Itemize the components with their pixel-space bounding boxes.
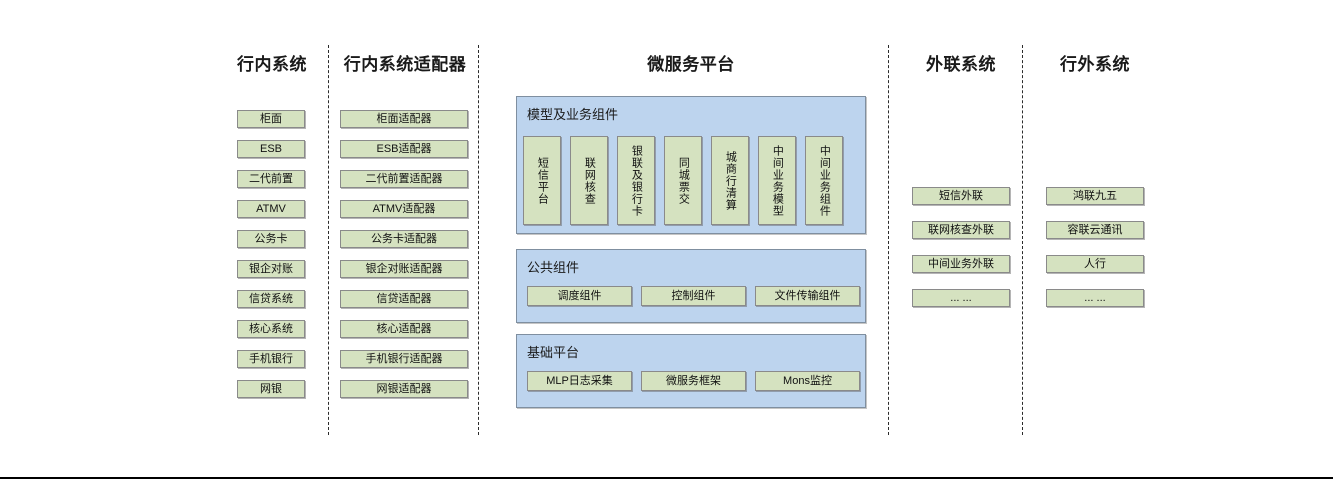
node-external-link-systems-0[interactable]: 短信外联 — [912, 187, 1010, 205]
panel-label-public-components: 公共组件 — [527, 260, 580, 275]
node-model-business-components-4[interactable]: 城商行清算 — [711, 136, 749, 225]
node-internal-systems-6[interactable]: 信贷系统 — [237, 290, 305, 308]
node-base-platform-2[interactable]: Mons监控 — [755, 371, 860, 391]
node-external-link-systems-1[interactable]: 联网核查外联 — [912, 221, 1010, 239]
column-divider-2 — [478, 45, 479, 435]
node-internal-adapters-8[interactable]: 手机银行适配器 — [340, 350, 468, 368]
node-model-business-components-5[interactable]: 中间业务模型 — [758, 136, 796, 225]
node-internal-adapters-7[interactable]: 核心适配器 — [340, 320, 468, 338]
node-internal-systems-8[interactable]: 手机银行 — [237, 350, 305, 368]
node-internal-adapters-4[interactable]: 公务卡适配器 — [340, 230, 468, 248]
node-public-components-1[interactable]: 控制组件 — [641, 286, 746, 306]
column-title-internal-adapters: 行内系统适配器 — [343, 55, 467, 74]
node-model-business-components-3[interactable]: 同城票交 — [664, 136, 702, 225]
panel-label-base-platform: 基础平台 — [527, 345, 580, 360]
node-outside-bank-systems-0[interactable]: 鸿联九五 — [1046, 187, 1144, 205]
node-public-components-2[interactable]: 文件传输组件 — [755, 286, 860, 306]
column-title-internal-systems: 行内系统 — [237, 55, 307, 74]
column-title-external-link-systems: 外联系统 — [926, 55, 996, 74]
node-model-business-components-1[interactable]: 联网核查 — [570, 136, 608, 225]
node-internal-adapters-0[interactable]: 柜面适配器 — [340, 110, 468, 128]
node-internal-adapters-5[interactable]: 银企对账适配器 — [340, 260, 468, 278]
node-base-platform-1[interactable]: 微服务框架 — [641, 371, 746, 391]
node-model-business-components-2[interactable]: 银联及银行卡 — [617, 136, 655, 225]
node-internal-systems-4[interactable]: 公务卡 — [237, 230, 305, 248]
node-internal-systems-0[interactable]: 柜面 — [237, 110, 305, 128]
node-model-business-components-6[interactable]: 中间业务组件 — [805, 136, 843, 225]
node-internal-systems-3[interactable]: ATMV — [237, 200, 305, 218]
node-internal-adapters-1[interactable]: ESB适配器 — [340, 140, 468, 158]
node-external-link-systems-2[interactable]: 中间业务外联 — [912, 255, 1010, 273]
column-title-outside-bank-systems: 行外系统 — [1060, 55, 1130, 74]
node-internal-adapters-6[interactable]: 信贷适配器 — [340, 290, 468, 308]
column-title-microservice-platform: 微服务平台 — [647, 55, 735, 74]
column-divider-4 — [1022, 45, 1023, 435]
node-internal-systems-2[interactable]: 二代前置 — [237, 170, 305, 188]
node-outside-bank-systems-3[interactable]: ... ... — [1046, 289, 1144, 307]
node-outside-bank-systems-2[interactable]: 人行 — [1046, 255, 1144, 273]
panel-label-model-business-components: 模型及业务组件 — [527, 107, 619, 122]
column-divider-3 — [888, 45, 889, 435]
node-internal-adapters-9[interactable]: 网银适配器 — [340, 380, 468, 398]
node-internal-systems-7[interactable]: 核心系统 — [237, 320, 305, 338]
node-external-link-systems-3[interactable]: ... ... — [912, 289, 1010, 307]
node-internal-adapters-2[interactable]: 二代前置适配器 — [340, 170, 468, 188]
node-internal-adapters-3[interactable]: ATMV适配器 — [340, 200, 468, 218]
node-internal-systems-9[interactable]: 网银 — [237, 380, 305, 398]
node-internal-systems-5[interactable]: 银企对账 — [237, 260, 305, 278]
node-public-components-0[interactable]: 调度组件 — [527, 286, 632, 306]
bottom-separator-rule — [0, 477, 1333, 479]
column-divider-1 — [328, 45, 329, 435]
node-internal-systems-1[interactable]: ESB — [237, 140, 305, 158]
node-base-platform-0[interactable]: MLP日志采集 — [527, 371, 632, 391]
node-model-business-components-0[interactable]: 短信平台 — [523, 136, 561, 225]
node-outside-bank-systems-1[interactable]: 容联云通讯 — [1046, 221, 1144, 239]
